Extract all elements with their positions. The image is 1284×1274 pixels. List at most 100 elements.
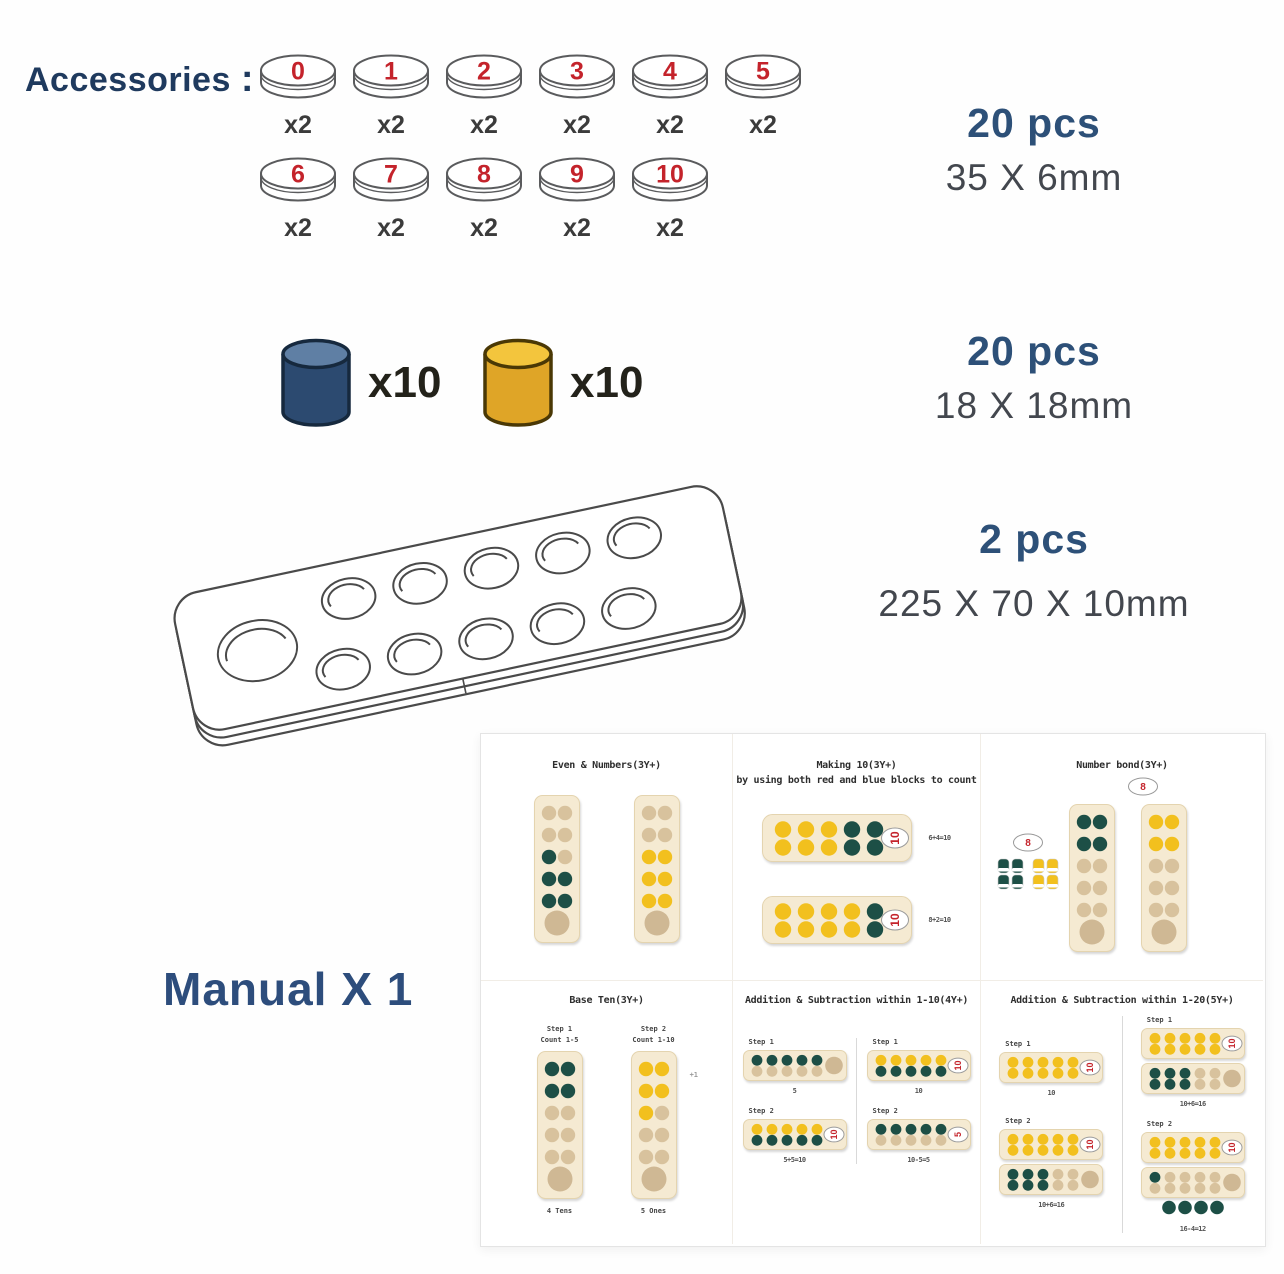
number-disc-icon: 1 xyxy=(353,54,429,99)
mini-board-horizontal: 10 xyxy=(762,896,913,944)
number-disc-icon: 5 xyxy=(725,54,801,99)
spec-pcs: 20 pcs xyxy=(967,100,1101,146)
mini-board-vertical xyxy=(1141,804,1187,952)
panel-title: Even & Numbers(3Y+) xyxy=(552,760,661,771)
cylinder-qty-label: x10 xyxy=(570,358,644,407)
svg-text:3: 3 xyxy=(570,58,584,86)
spec-block-cylinders: 20 pcs 18 X 18mm xyxy=(858,328,1210,427)
panel-title: Making 10(3Y+)by using both red and blue… xyxy=(736,760,977,786)
svg-text:2: 2 xyxy=(477,58,491,86)
spec-block-discs: 20 pcs 35 X 6mm xyxy=(858,100,1210,199)
equation-label: 16-4=12 xyxy=(1179,1225,1207,1233)
svg-text:8: 8 xyxy=(477,161,491,189)
svg-text:1: 1 xyxy=(384,58,398,86)
number-disc-icon: 10 xyxy=(632,157,708,202)
accessories-heading: Accessories: xyxy=(25,58,254,101)
svg-text:8: 8 xyxy=(1025,838,1031,849)
svg-text:10: 10 xyxy=(953,1060,963,1070)
disc-qty-label: x2 xyxy=(377,214,405,242)
mini-board-horizontal: 10 xyxy=(999,1052,1104,1083)
svg-text:10: 10 xyxy=(888,913,902,927)
mini-board-horizontal: 10 xyxy=(999,1129,1104,1160)
mini-board-vertical xyxy=(1069,804,1115,952)
number-disc-8: 8 x2 xyxy=(445,155,523,243)
cylinder-qty-label: x10 xyxy=(368,358,442,407)
block-stack-icon xyxy=(1032,858,1059,890)
spec-size: 35 X 6mm xyxy=(945,157,1123,198)
number-disc-1: 1 x2 xyxy=(352,52,430,140)
number-bond-blocks: 8 xyxy=(995,833,1061,952)
mini-board-horizontal: 10 xyxy=(742,1119,847,1150)
accessories-label: Accessories xyxy=(25,61,231,99)
number-disc-4: 4 x2 xyxy=(631,52,709,140)
manual-panel-add-sub-10: Addition & Subtraction within 1-10(4Y+) S… xyxy=(733,981,981,1244)
mini-board-horizontal: 10 xyxy=(1140,1028,1245,1059)
step-label: Step 1 xyxy=(1146,1016,1173,1024)
step-label: Step 2 xyxy=(1146,1120,1173,1128)
disc-qty-label: x2 xyxy=(377,111,405,139)
panel-title: Addition & Subtraction within 1-10(4Y+) xyxy=(744,995,969,1006)
equation-label: 10-5=5 xyxy=(907,1156,930,1164)
blue-cylinder-icon xyxy=(281,338,351,427)
number-disc-icon: 8 xyxy=(446,157,522,202)
panel-title: Number bond(3Y+) xyxy=(1076,760,1168,771)
mini-board-horizontal xyxy=(1140,1167,1245,1198)
disc-qty-label: x2 xyxy=(656,111,684,139)
spec-size: 18 X 18mm xyxy=(934,385,1134,426)
manual-panel-even-numbers: Even & Numbers(3Y+) xyxy=(481,734,733,981)
number-disc-icon: 2 xyxy=(446,54,522,99)
number-disc-top-icon: 8 xyxy=(1128,777,1158,796)
footnote: +1 xyxy=(689,1071,698,1079)
spec-size: 225 X 70 X 10mm xyxy=(878,583,1190,624)
number-disc-icon: 4 xyxy=(632,54,708,99)
yellow-cylinder-icon xyxy=(483,338,553,427)
spec-pcs: 2 pcs xyxy=(979,516,1089,562)
spec-pcs: 20 pcs xyxy=(967,328,1101,374)
disc-qty-label: x2 xyxy=(563,214,591,242)
svg-text:5: 5 xyxy=(756,58,770,86)
manual-panel-add-sub-20: Addition & Subtraction within 1-20(5Y+) S… xyxy=(981,981,1263,1244)
mini-board-vertical xyxy=(533,795,580,943)
mini-board-horizontal: 10 xyxy=(1140,1132,1245,1163)
svg-text:10: 10 xyxy=(1085,1139,1095,1149)
block-stack-icon xyxy=(997,858,1024,890)
step-label: Step 1 xyxy=(748,1038,774,1046)
mini-board-horizontal: 5 xyxy=(866,1119,971,1150)
panel-title: Addition & Subtraction within 1-20(5Y+) xyxy=(1010,995,1234,1006)
svg-text:4: 4 xyxy=(663,58,677,86)
number-disc-icon: 6 xyxy=(260,157,336,202)
svg-text:8: 8 xyxy=(1140,782,1146,793)
step-label: Step 1 xyxy=(1005,1040,1031,1048)
tray-illustration xyxy=(173,485,746,747)
result-caption: 4 Tens xyxy=(546,1207,573,1216)
equation-label: 5+5=10 xyxy=(783,1156,806,1164)
number-disc-10: 10 x2 xyxy=(631,155,709,243)
disc-qty-label: x2 xyxy=(284,111,312,139)
mini-board-vertical xyxy=(633,795,680,943)
svg-text:10: 10 xyxy=(656,161,684,189)
number-disc-icon: 7 xyxy=(353,157,429,202)
disc-qty-label: x2 xyxy=(470,214,498,242)
number-disc-icon: 3 xyxy=(539,54,615,99)
disc-qty-label: x2 xyxy=(656,214,684,242)
yellow-cylinder-group: x10 xyxy=(480,336,643,430)
svg-text:5: 5 xyxy=(953,1132,963,1137)
loose-blocks-icon xyxy=(1161,1200,1224,1215)
mini-board-vertical xyxy=(630,1051,677,1200)
blue-cylinder-group: x10 xyxy=(278,336,441,430)
manual-panel-number-bond: Number bond(3Y+) 8 8 xyxy=(981,734,1263,981)
mini-board-horizontal: 10 xyxy=(866,1050,971,1081)
mini-board-horizontal: 10 xyxy=(762,814,913,862)
spec-block-trays: 2 pcs 225 X 70 X 10mm xyxy=(858,516,1210,625)
svg-text:0: 0 xyxy=(291,58,305,86)
